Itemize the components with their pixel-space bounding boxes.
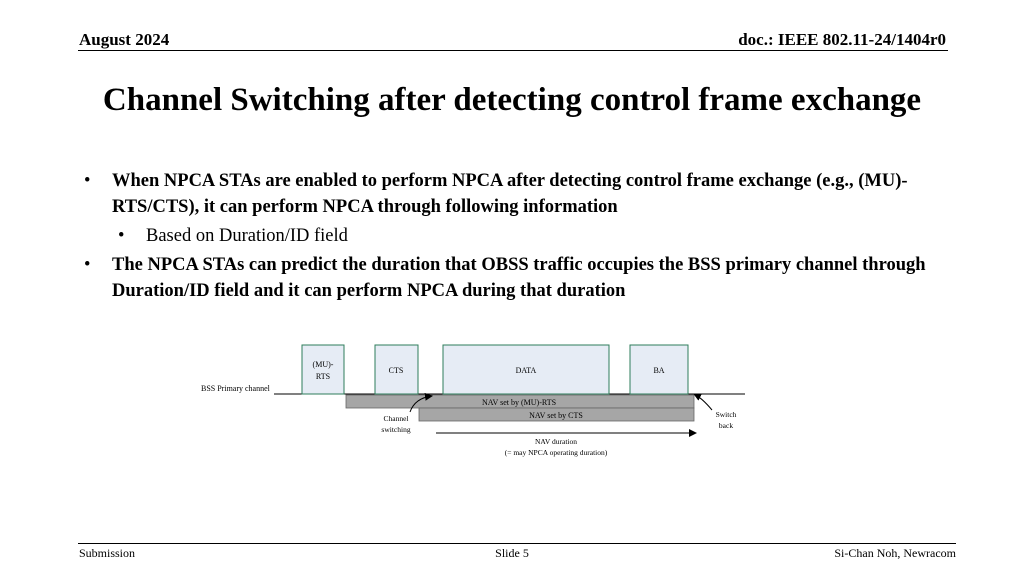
nav-cts-label: NAV set by CTS — [529, 411, 583, 420]
ba-frame — [629, 344, 689, 395]
header-divider — [78, 50, 948, 51]
channel-switching-label-line2: switching — [381, 425, 410, 434]
bullet-list: • When NPCA STAs are enabled to perform … — [84, 168, 984, 304]
bullet-marker: • — [84, 255, 91, 275]
bullet-text: When NPCA STAs are enabled to perform NP… — [112, 171, 908, 217]
footer-submission: Submission — [79, 546, 136, 560]
rts-label-line1: (MU)- — [313, 360, 334, 369]
data-frame — [442, 344, 610, 395]
nav-rts-label: NAV set by (MU)-RTS — [482, 398, 556, 407]
nav-duration-label-line2: (= may NPCA operating duration) — [505, 448, 608, 457]
header-doc-id: doc.: IEEE 802.11-24/1404r0 — [738, 30, 946, 49]
bullet-marker: • — [84, 171, 91, 191]
bullet-text: The NPCA STAs can predict the duration t… — [112, 255, 926, 301]
bullet-item: • The NPCA STAs can predict the duration… — [84, 252, 984, 304]
bullet-item: • When NPCA STAs are enabled to perform … — [84, 168, 984, 220]
footer-slide-number: Slide 5 — [495, 546, 529, 560]
rts-label-line2: RTS — [316, 372, 330, 381]
bullet-marker: • — [118, 226, 125, 246]
sub-bullet-item: • Based on Duration/ID field — [118, 223, 984, 249]
nav-duration-label-line1: NAV duration — [535, 437, 577, 446]
switch-back-label-line1: Switch — [716, 410, 737, 419]
rts-frame — [301, 344, 345, 395]
switch-back-label-line2: back — [719, 421, 733, 430]
slide-title: Channel Switching after detecting contro… — [102, 82, 922, 118]
data-label: DATA — [516, 366, 537, 375]
cts-frame — [374, 344, 419, 395]
cts-label: CTS — [389, 366, 404, 375]
header-date: August 2024 — [79, 30, 170, 49]
channel-switching-label-line1: Channel — [384, 414, 409, 423]
switch-back-arrow — [693, 393, 713, 411]
channel-label: BSS Primary channel — [201, 384, 271, 393]
nav-cts-bar — [418, 407, 695, 422]
ba-label: BA — [653, 366, 664, 375]
footer-divider — [78, 543, 956, 544]
channel-switching-arrow — [409, 392, 433, 413]
bullet-text: Based on Duration/ID field — [146, 226, 348, 246]
footer-author: Si-Chan Noh, Newracom — [834, 546, 956, 560]
